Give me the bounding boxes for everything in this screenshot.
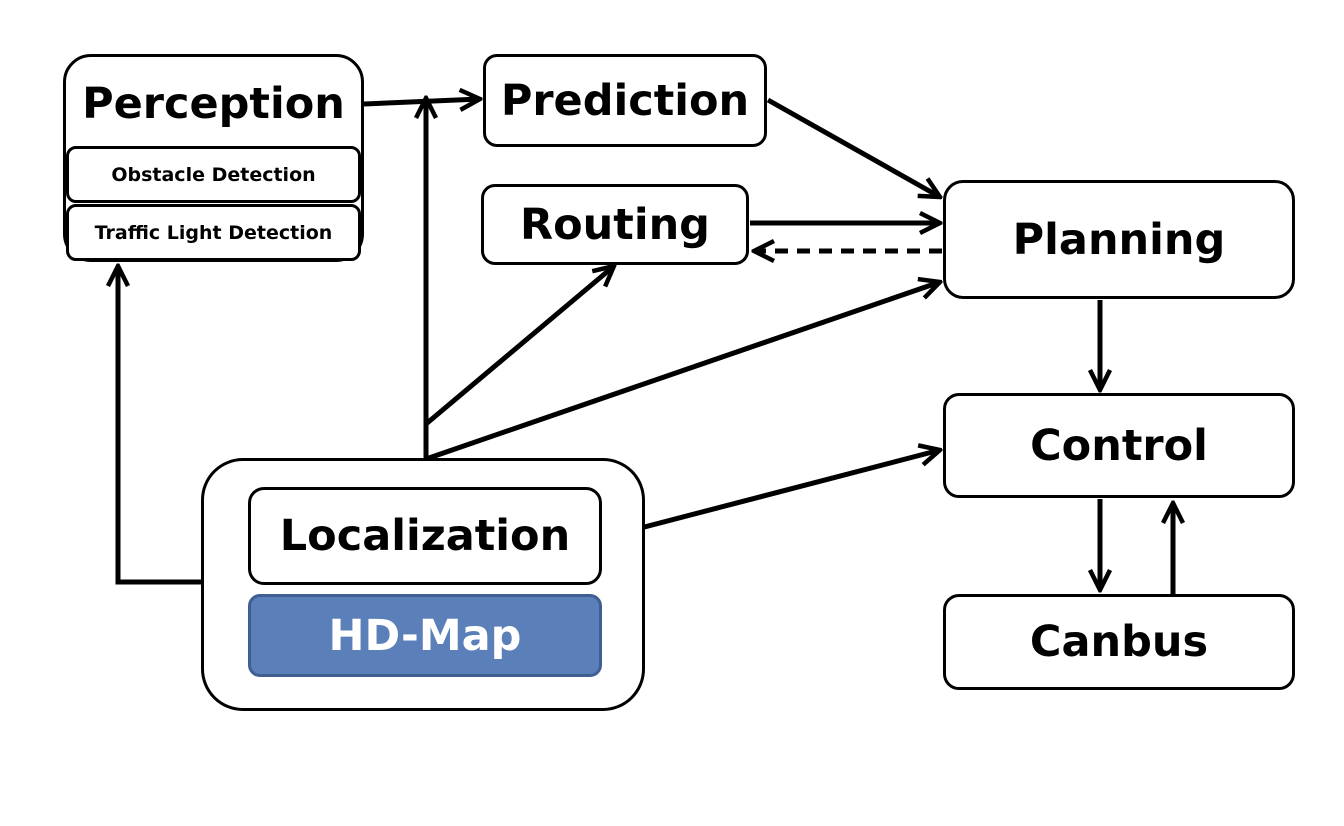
hd-map-label: HD-Map xyxy=(328,610,522,661)
arrow-prediction-to-planning xyxy=(766,97,940,197)
arrow-perception-to-prediction xyxy=(363,99,480,104)
control-label: Control xyxy=(1030,420,1208,471)
arrow-localization-to-control xyxy=(605,450,940,540)
traffic-light-detection-label: Traffic Light Detection xyxy=(94,221,333,244)
arrow-localization-to-perception xyxy=(118,266,203,585)
planning-label: Planning xyxy=(1012,214,1226,265)
hd-map-module: HD-Map xyxy=(248,594,602,677)
traffic-light-detection-submodule: Traffic Light Detection xyxy=(66,204,361,261)
perception-label: Perception xyxy=(82,79,345,129)
control-module: Control xyxy=(943,393,1295,498)
planning-module: Planning xyxy=(943,180,1295,299)
obstacle-detection-label: Obstacle Detection xyxy=(111,163,316,186)
canbus-module: Canbus xyxy=(943,594,1295,690)
arrow-localization-to-routing xyxy=(424,266,614,426)
localization-module: Localization xyxy=(248,487,602,585)
routing-module: Routing xyxy=(481,184,749,265)
prediction-module: Prediction xyxy=(483,54,767,147)
prediction-label: Prediction xyxy=(500,75,750,126)
canbus-label: Canbus xyxy=(1029,617,1209,667)
arrow-localization-to-planning xyxy=(425,282,940,462)
routing-label: Routing xyxy=(520,199,710,250)
obstacle-detection-submodule: Obstacle Detection xyxy=(66,146,361,203)
localization-label: Localization xyxy=(279,511,571,561)
